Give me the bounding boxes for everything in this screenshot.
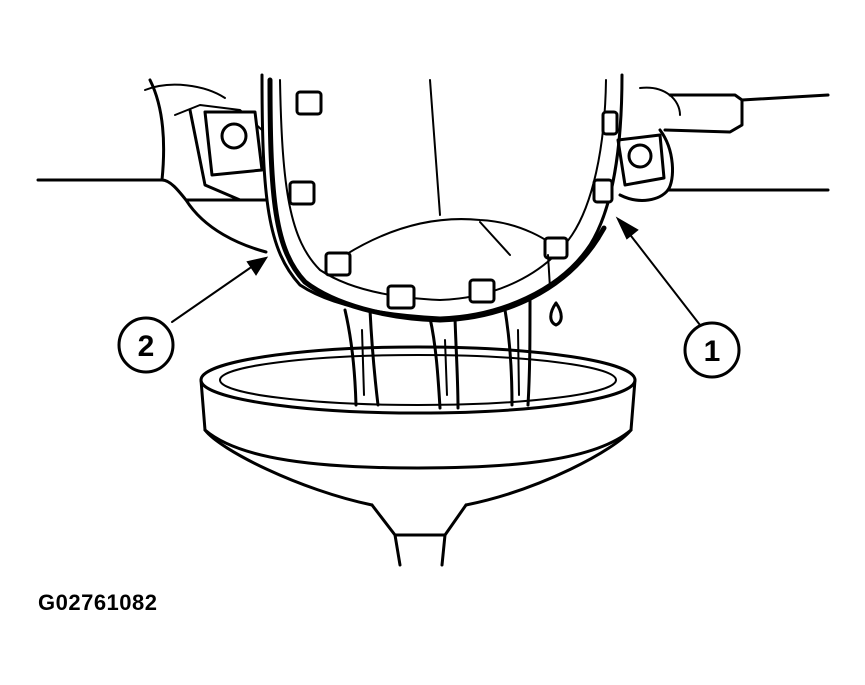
cover-bolt [295,90,323,116]
cover-bolt [386,284,416,310]
cover-bolt [592,178,614,204]
oil-streams [343,254,563,410]
callout-2-leader [171,256,269,323]
right-axle-tube [618,86,830,202]
callout-1-leader [615,216,701,326]
callout-1-label: 1 [704,335,721,368]
callout-1: 1 [683,321,741,379]
callout-2-label: 2 [138,330,155,363]
cover-bolt [543,236,569,260]
cover-bolt [601,110,619,136]
left-bracket [203,110,264,177]
figure-code: G02761082 [38,590,158,615]
cover-bolts [288,90,619,310]
cover-bolt [468,278,496,304]
cover-gasket [267,77,607,323]
callout-2: 2 [117,316,175,374]
right-bracket [616,133,666,187]
cover-bolt [288,180,316,206]
left-axle-tube [36,78,268,254]
cover-bolt [324,251,352,277]
drain-pan [199,345,637,567]
